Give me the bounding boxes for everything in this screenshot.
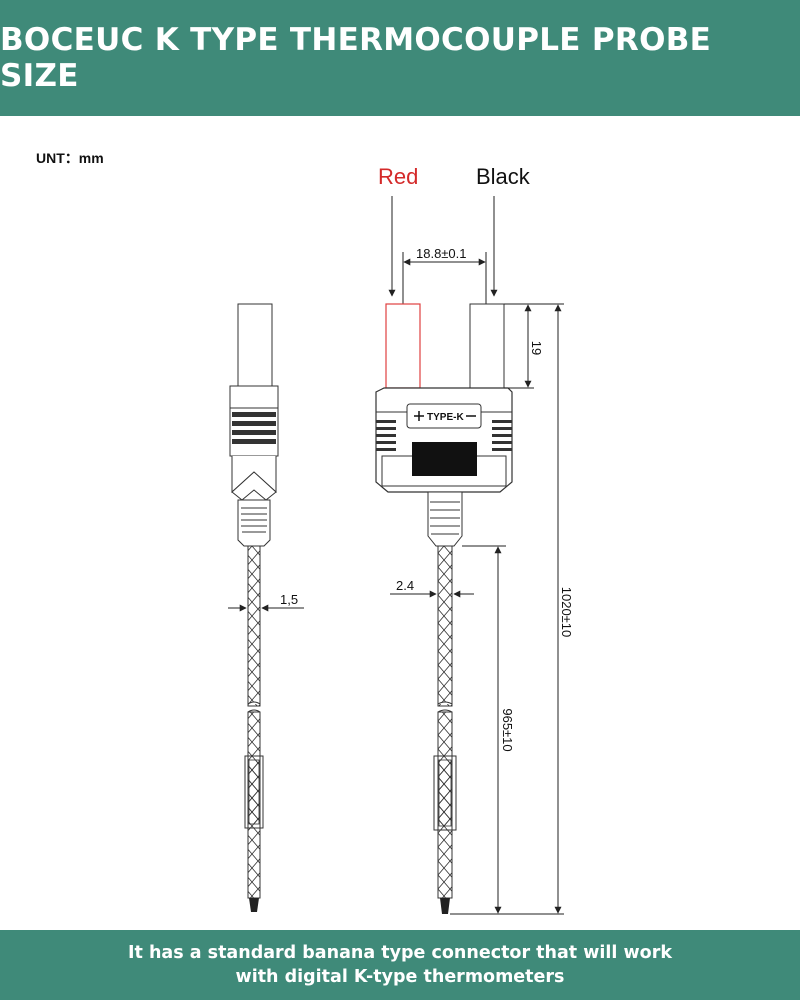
front-wire-width-dimension: 2.4	[390, 578, 474, 598]
red-label: Red	[378, 164, 418, 189]
side-view: 1,5	[228, 303, 304, 912]
side-cable	[244, 545, 264, 912]
pin-length-label: 19	[529, 341, 544, 355]
cable-length-label: 965±10	[500, 708, 515, 751]
header-banner: BOCEUC K TYPE THERMOCOUPLE PROBE SIZE	[0, 0, 800, 116]
side-pin	[237, 303, 273, 387]
side-wire-width-dimension: 1,5	[228, 592, 304, 612]
footer-line-1: It has a standard banana type connector …	[128, 943, 672, 963]
red-pin	[385, 303, 421, 389]
connector-window	[412, 442, 477, 476]
pin-length-dimension: 19	[504, 303, 544, 389]
front-strain-relief	[427, 491, 463, 547]
type-k-label-plate: TYPE-K	[406, 403, 482, 429]
cable-length-dimension: 965±10	[462, 545, 515, 914]
black-label: Black	[476, 164, 531, 189]
pin-spacing-dimension: 18.8±0.1	[402, 246, 487, 304]
black-pin	[469, 303, 505, 389]
page-title: BOCEUC K TYPE THERMOCOUPLE PROBE SIZE	[0, 22, 712, 94]
total-length-dimension: 1020±10	[450, 303, 574, 915]
side-connector-body	[229, 385, 279, 501]
pin-spacing-label: 18.8±0.1	[416, 246, 467, 261]
unit-label: UNT：mm	[36, 150, 104, 166]
type-k-text: TYPE-K	[427, 412, 464, 423]
side-strain-relief	[237, 499, 271, 547]
footer-banner: It has a standard banana type connector …	[0, 930, 800, 1000]
side-wire-width-label: 1,5	[280, 592, 298, 607]
footer-line-2: with digital K-type thermometers	[235, 967, 565, 987]
total-length-label: 1020±10	[559, 587, 574, 638]
probe-diagram: 1,5 Red Black 18.8±0.1	[228, 164, 574, 915]
front-view: Red Black 18.8±0.1	[375, 164, 574, 915]
front-cable	[433, 545, 457, 914]
connector-body: TYPE-K	[375, 387, 513, 493]
front-wire-width-label: 2.4	[396, 578, 414, 593]
